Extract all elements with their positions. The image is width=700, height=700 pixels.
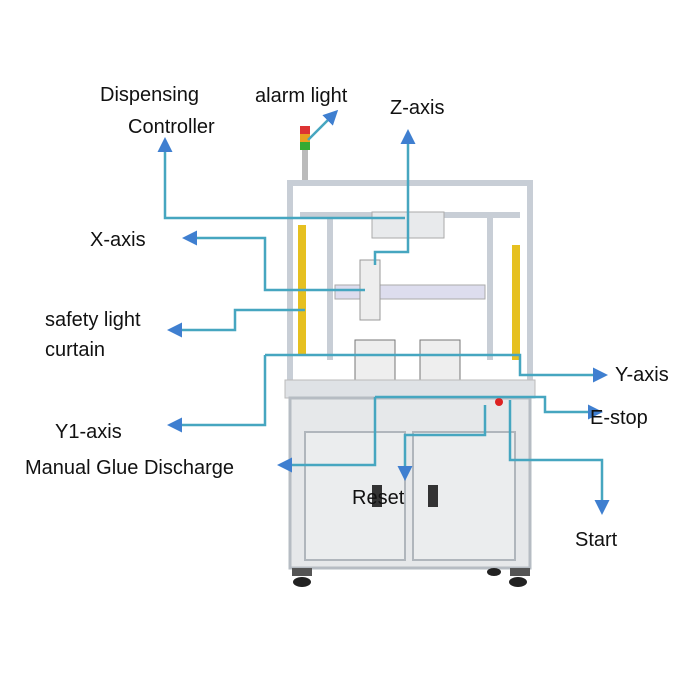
leader-y1-axis xyxy=(167,355,267,433)
label-manual-glue-discharge: Manual Glue Discharge xyxy=(25,457,234,479)
leader-y-axis xyxy=(265,353,608,383)
label-z-axis: Z-axis xyxy=(390,97,445,119)
leader-alarm-light xyxy=(307,109,339,141)
label-e-stop: E-stop xyxy=(590,407,648,429)
leader-x-axis xyxy=(182,230,365,292)
leader-e-stop xyxy=(375,395,603,420)
leader-start xyxy=(508,400,610,515)
label-dispensing: Dispensing xyxy=(100,84,199,106)
label-alarm-light: alarm light xyxy=(255,85,348,107)
label-safety-light: safety light xyxy=(45,309,141,331)
leader-reset xyxy=(397,405,487,481)
leader-manual-glue xyxy=(277,397,377,473)
label-y1-axis: Y1-axis xyxy=(55,421,122,443)
cabinet xyxy=(284,379,536,587)
safety-light-curtain-right xyxy=(512,245,520,360)
leader-safety-light-curtain xyxy=(167,308,305,338)
y-fixture xyxy=(419,339,461,381)
label-start: Start xyxy=(575,529,618,551)
label-reset: Reset xyxy=(352,487,405,509)
leader-dispensing-controller xyxy=(157,137,405,220)
label-curtain: curtain xyxy=(45,339,106,361)
label-y-axis: Y-axis xyxy=(615,364,669,386)
x-axis-beam xyxy=(334,284,486,300)
y1-fixture xyxy=(354,339,396,381)
leader-z-axis xyxy=(373,129,416,265)
label-x-axis: X-axis xyxy=(90,229,146,251)
label-controller: Controller xyxy=(128,116,215,138)
alarm-light-tower xyxy=(300,126,310,182)
